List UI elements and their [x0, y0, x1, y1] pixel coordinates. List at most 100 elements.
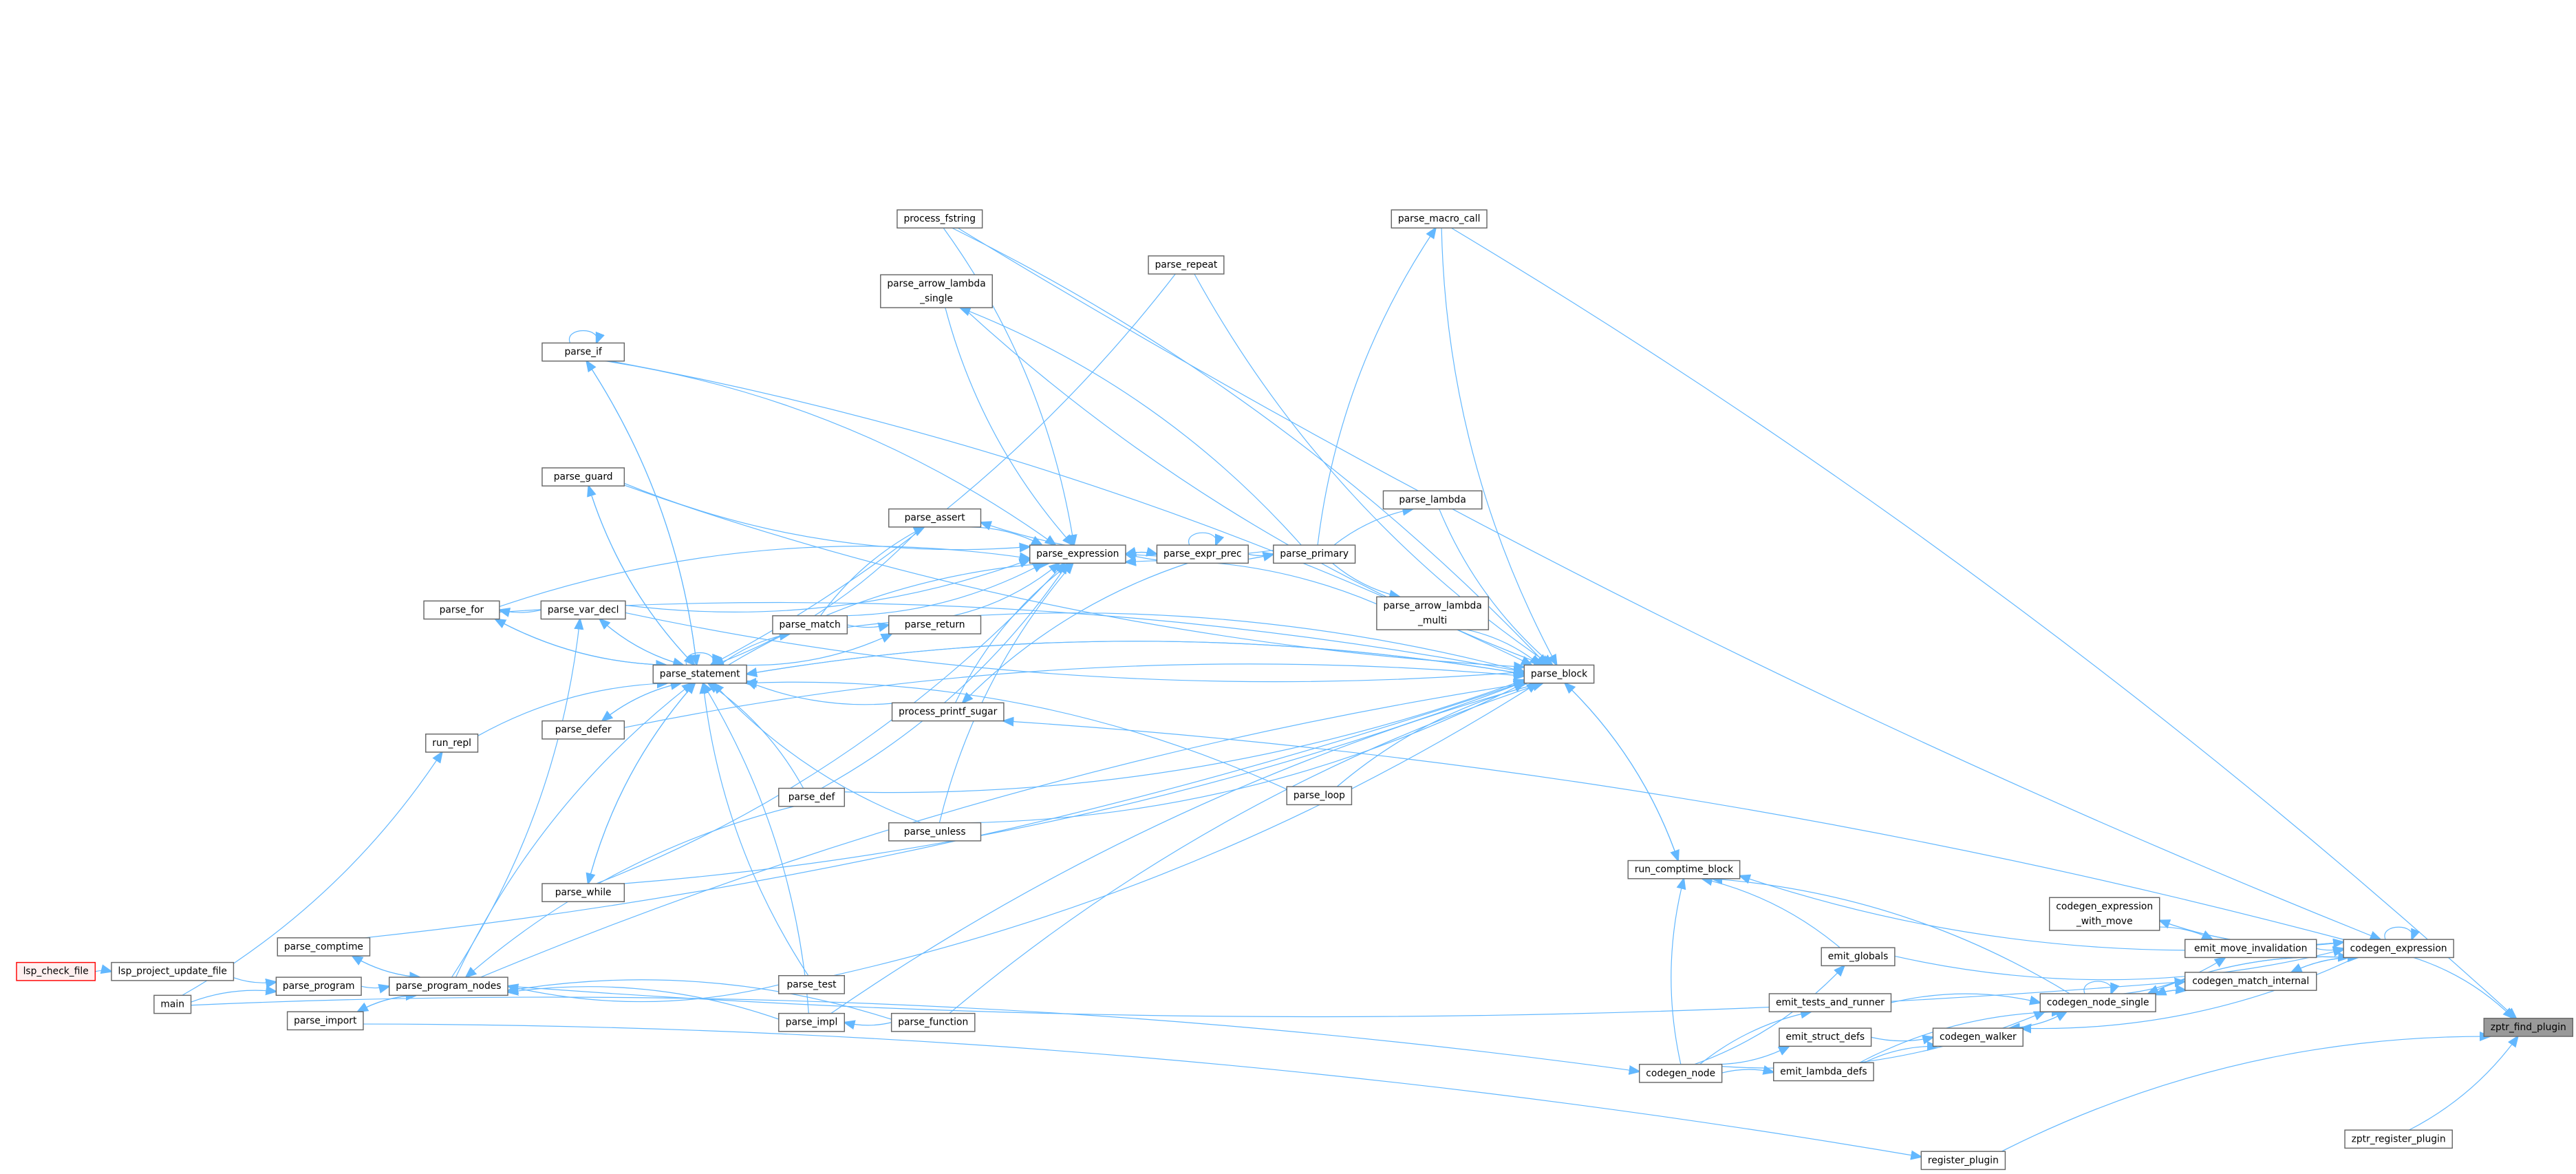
- node-process-fstring[interactable]: process_fstring: [897, 209, 983, 228]
- node-parse-lambda[interactable]: parse_lambda: [1382, 490, 1483, 510]
- edge-process-printf-sugar-to-parse-statement: [747, 681, 892, 705]
- edge-emit-lambda-defs-to-codegen-node-single: [1859, 1012, 2062, 1063]
- node-parse-test[interactable]: parse_test: [778, 974, 846, 994]
- node-label: parse_loop: [1294, 790, 1345, 801]
- node-label: _with_move: [2076, 916, 2133, 927]
- edge-codegen-node-single-to-emit-move-invalidation: [2123, 957, 2225, 994]
- node-parse-function[interactable]: parse_function: [890, 1012, 976, 1032]
- node-label: codegen_expression: [2056, 901, 2153, 912]
- edge-parse-statement-to-parse-expression: [728, 563, 1049, 665]
- edge-emit-tests-and-runner-to-codegen-node-single: [1891, 993, 2040, 1003]
- node-parse-import[interactable]: parse_import: [286, 1011, 364, 1031]
- node-parse-macro-call[interactable]: parse_macro_call: [1391, 209, 1488, 228]
- node-codegen-match-internal[interactable]: codegen_match_internal: [2184, 972, 2317, 991]
- node-parse-def[interactable]: parse_def: [778, 787, 846, 807]
- node-parse-statement[interactable]: parse_statement: [652, 664, 747, 684]
- node-parse-primary[interactable]: parse_primary: [1273, 544, 1356, 564]
- node-label: _single: [919, 293, 953, 304]
- edge-parse-macro-call-to-zptr-find-plugin: [1451, 227, 2516, 1018]
- node-parse-assert[interactable]: parse_assert: [888, 508, 982, 528]
- edge-parse-guard-to-parse-block: [624, 484, 1524, 667]
- node-zptr-register-plugin[interactable]: zptr_register_plugin: [2344, 1129, 2453, 1149]
- node-parse-defer[interactable]: parse_defer: [541, 720, 625, 740]
- node-box: [888, 822, 982, 842]
- node-label: _multi: [1417, 615, 1447, 626]
- node-codegen-expression-with-move[interactable]: codegen_expression _with_move: [2048, 897, 2160, 931]
- edge-parse-statement-to-parse-var-decl: [600, 619, 684, 665]
- node-parse-if[interactable]: parse_if: [541, 342, 625, 362]
- node-box: [1148, 255, 1225, 275]
- node-parse-var-decl[interactable]: parse_var_decl: [540, 600, 626, 620]
- node-emit-tests-and-runner[interactable]: emit_tests_and_runner: [1768, 993, 1892, 1012]
- edge-parse-repeat-to-parse-block: [1194, 273, 1551, 665]
- node-parse-return[interactable]: parse_return: [888, 615, 982, 634]
- edge-lsp-project-update-file-to-parse-program: [233, 977, 276, 983]
- edge-parse-program-nodes-to-parse-import: [358, 994, 416, 1012]
- node-parse-for[interactable]: parse_for: [423, 600, 500, 620]
- edge-parse-block-to-run-comptime-block: [1564, 683, 1678, 861]
- edge-run-repl-to-parse-statement: [477, 683, 667, 736]
- node-codegen-walker[interactable]: codegen_walker: [1932, 1027, 2024, 1047]
- edge-parse-if-to-parse-expression: [605, 361, 1055, 545]
- node-parse-comptime[interactable]: parse_comptime: [277, 937, 371, 957]
- node-label: codegen_node_single: [2047, 997, 2149, 1008]
- node-parse-arrow-lambda-multi[interactable]: parse_arrow_lambda_multi: [1376, 596, 1490, 630]
- node-process-printf-sugar[interactable]: process_printf_sugar: [891, 702, 1005, 722]
- edge-parse-program-nodes-to-parse-block: [480, 683, 1527, 978]
- node-parse-match[interactable]: parse_match: [772, 615, 848, 634]
- edge-parse-var-decl-to-parse-statement: [599, 619, 684, 665]
- edge-parse-var-decl-to-parse-expression: [625, 559, 1030, 612]
- node-emit-move-invalidation[interactable]: emit_move_invalidation: [2184, 939, 2317, 959]
- node-emit-struct-defs[interactable]: emit_struct_defs: [1779, 1027, 1872, 1047]
- node-parse-arrow-lambda-single[interactable]: parse_arrow_lambda_single: [880, 274, 993, 308]
- node-label: parse_defer: [555, 725, 612, 736]
- edge-parse-while-to-parse-statement: [588, 683, 696, 884]
- node-box: [2184, 972, 2317, 991]
- node-box: [1523, 664, 1595, 684]
- node-box: [1821, 947, 1896, 967]
- node-parse-guard[interactable]: parse_guard: [541, 467, 625, 487]
- node-parse-impl[interactable]: parse_impl: [778, 1012, 846, 1032]
- node-parse-expression[interactable]: parse_expression: [1029, 544, 1126, 564]
- node-run-repl[interactable]: run_repl: [425, 733, 479, 753]
- node-box: [778, 787, 846, 807]
- node-emit-globals[interactable]: emit_globals: [1821, 947, 1896, 967]
- node-label: lsp_project_update_file: [118, 966, 227, 977]
- node-parse-block[interactable]: parse_block: [1523, 664, 1595, 684]
- edge-parse-test-to-parse-block: [833, 683, 1537, 976]
- node-box: [888, 615, 982, 634]
- node-codegen-node-single[interactable]: codegen_node_single: [2039, 993, 2156, 1012]
- edge-parse-import-to-register-plugin: [363, 1023, 1921, 1157]
- node-parse-expr-prec[interactable]: parse_expr_prec: [1156, 544, 1249, 564]
- nodes-layer: lsp_check_file lsp_project_update_filemai…: [16, 209, 2574, 1171]
- edge-parse-loop-to-parse-statement: [746, 682, 1287, 790]
- node-label: parse_def: [788, 792, 836, 803]
- node-zptr-find-plugin[interactable]: zptr_find_plugin: [2483, 1018, 2574, 1037]
- edge-codegen-expression-to-codegen-expression: [2384, 926, 2412, 939]
- node-parse-program[interactable]: parse_program: [275, 976, 362, 996]
- node-box: [2483, 1018, 2574, 1037]
- node-box: [2344, 1129, 2453, 1149]
- node-codegen-node[interactable]: codegen_node: [1638, 1063, 1723, 1083]
- node-parse-while[interactable]: parse_while: [541, 883, 625, 902]
- node-codegen-expression[interactable]: codegen_expression: [2343, 939, 2454, 959]
- node-lsp-project-update-file[interactable]: lsp_project_update_file: [111, 961, 235, 981]
- node-label: parse_expression: [1036, 548, 1119, 559]
- node-box: [2048, 897, 2160, 931]
- node-main[interactable]: main: [153, 994, 192, 1014]
- node-emit-lambda-defs[interactable]: emit_lambda_defs: [1773, 1062, 1874, 1082]
- node-run-comptime-block[interactable]: run_comptime_block: [1627, 860, 1741, 879]
- node-box: [880, 274, 993, 308]
- node-box: [778, 1012, 846, 1032]
- node-parse-repeat[interactable]: parse_repeat: [1148, 255, 1225, 275]
- edge-parse-program-nodes-to-parse-var-decl: [451, 619, 580, 978]
- node-label: codegen_node: [1646, 1068, 1715, 1079]
- edge-emit-globals-to-codegen-expression: [1894, 950, 2343, 981]
- edge-parse-expr-prec-to-process-printf-sugar: [963, 562, 1188, 703]
- node-box: [1920, 1151, 2006, 1171]
- node-register-plugin[interactable]: register_plugin: [1920, 1151, 2006, 1171]
- node-parse-unless[interactable]: parse_unless: [888, 822, 982, 842]
- node-parse-loop[interactable]: parse_loop: [1286, 786, 1353, 806]
- node-lsp-check-file[interactable]: lsp_check_file: [16, 961, 96, 981]
- node-parse-program-nodes[interactable]: parse_program_nodes: [388, 976, 508, 996]
